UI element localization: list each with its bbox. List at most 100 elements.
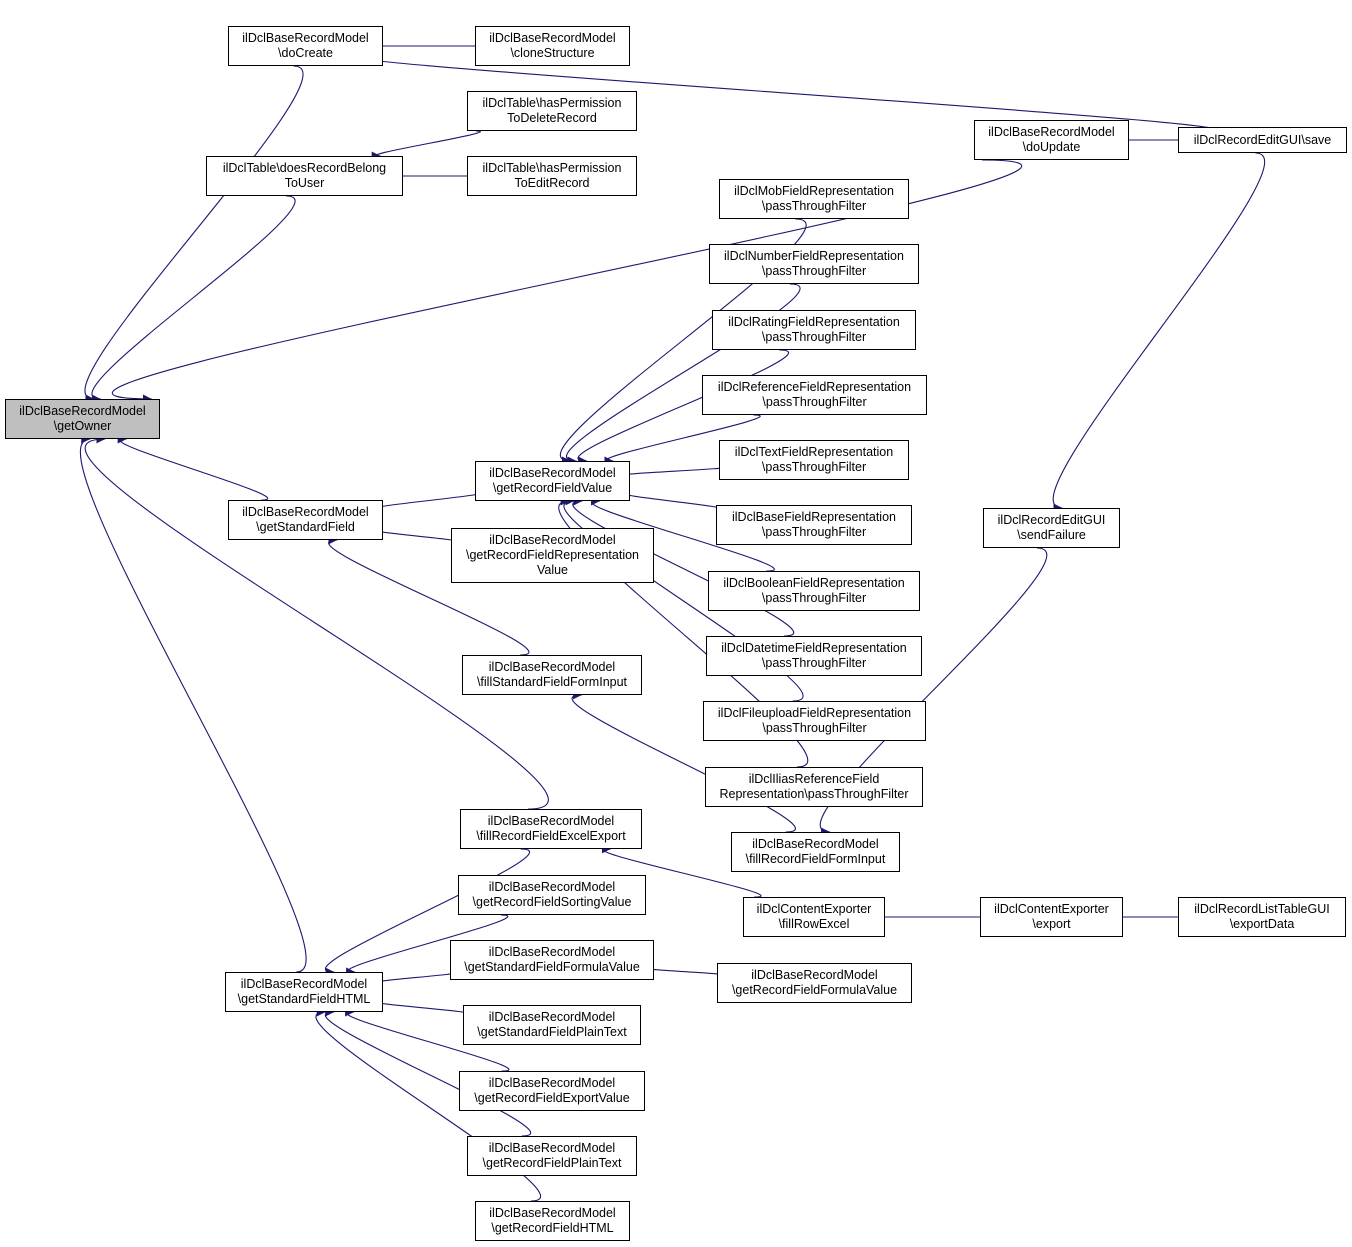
node-clone-structure[interactable]: ilDclBaseRecordModel\cloneStructure — [475, 26, 630, 66]
node-label-line: ilDclBaseRecordModel — [242, 31, 369, 45]
node-label-line: ilDclDatetimeFieldRepresentation — [721, 641, 907, 655]
node-get-record-field-export-value[interactable]: ilDclBaseRecordModel\getRecordFieldExpor… — [459, 1071, 645, 1111]
node-get-standard-field-plain-text[interactable]: ilDclBaseRecordModel\getStandardFieldPla… — [463, 1005, 641, 1045]
node-label-line: \getStandardFieldHTML — [237, 992, 371, 1006]
call-edge-send-failure-to-fill-record-field-form-input — [819, 547, 1048, 837]
node-label-line: \getRecordFieldFormulaValue — [731, 983, 898, 997]
node-label-line: \doCreate — [278, 46, 333, 60]
call-edge-get-record-field-sorting-value-to-get-standard-field-html — [346, 914, 509, 977]
node-label-line: ilDclBaseRecordModel — [489, 1206, 616, 1220]
node-label-line: ilDclRecordListTableGUI — [1194, 902, 1330, 916]
node-label-line: ilDclBaseRecordModel — [240, 977, 368, 991]
node-label-line: \getRecordFieldSortingValue — [472, 895, 632, 909]
node-get-owner: ilDclBaseRecordModel\getOwner — [5, 399, 160, 439]
node-do-create[interactable]: ilDclBaseRecordModel\doCreate — [228, 26, 383, 66]
call-edge-fill-record-field-excel-export-to-get-standard-field-html — [324, 848, 531, 977]
node-label-line: ilDclRatingFieldRepresentation — [728, 315, 900, 329]
call-edge-fill-record-field-excel-export-to-get-owner — [84, 434, 549, 810]
node-label-line: ilDclNumberFieldRepresentation — [724, 249, 904, 263]
node-text-filter[interactable]: ilDclTextFieldRepresentation\passThrough… — [719, 440, 909, 480]
call-edge-fill-standard-field-form-input-to-get-standard-field — [328, 535, 530, 656]
node-label-line: \getRecordFieldPlainText — [482, 1156, 622, 1170]
node-send-failure[interactable]: ilDclRecordEditGUI\sendFailure — [983, 508, 1120, 548]
node-label-line: ilDclBooleanFieldRepresentation — [723, 576, 905, 590]
call-edge-does-record-belong-to-user-to-get-owner — [91, 195, 296, 404]
node-label-line: \fillStandardFieldFormInput — [476, 675, 628, 689]
node-fill-standard-field-form-input[interactable]: ilDclBaseRecordModel\fillStandardFieldFo… — [462, 655, 642, 695]
call-edge-record-edit-save-to-send-failure — [1052, 152, 1266, 513]
call-edge-fill-record-field-form-input-to-fill-standard-field-form-input — [571, 690, 796, 833]
call-edge-do-create-to-get-owner — [84, 65, 304, 404]
node-mob-filter[interactable]: ilDclMobFieldRepresentation\passThroughF… — [719, 179, 909, 219]
node-fill-record-field-excel-export[interactable]: ilDclBaseRecordModel\fillRecordFieldExce… — [460, 809, 642, 849]
node-label-line: \passThroughFilter — [761, 591, 867, 605]
node-label-line: \passThroughFilter — [761, 460, 867, 474]
node-label-line: ilDclTable\doesRecordBelong — [222, 161, 387, 175]
node-label-line: ilDclContentExporter — [756, 902, 872, 916]
call-edge-get-standard-field-to-get-owner — [117, 434, 269, 501]
node-label-line: ilDclBaseRecordModel — [489, 466, 616, 480]
node-label-line: \export — [1032, 917, 1071, 931]
node-get-record-field-value[interactable]: ilDclBaseRecordModel\getRecordFieldValue — [475, 461, 630, 501]
node-label-line: ilDclBaseRecordModel — [488, 945, 616, 959]
node-fileupload-filter[interactable]: ilDclFileuploadFieldRepresentation\passT… — [703, 701, 926, 741]
node-label-line: \passThroughFilter — [761, 525, 867, 539]
node-content-export[interactable]: ilDclContentExporter\export — [980, 897, 1123, 937]
node-label-line: ilDclBaseRecordModel — [489, 533, 616, 547]
node-label-line: \exportData — [1229, 917, 1295, 931]
node-get-record-field-html[interactable]: ilDclBaseRecordModel\getRecordFieldHTML — [475, 1201, 630, 1241]
node-number-filter[interactable]: ilDclNumberFieldRepresentation\passThrou… — [709, 244, 919, 284]
node-get-record-field-representation-value[interactable]: ilDclBaseRecordModel\getRecordFieldRepre… — [451, 528, 654, 583]
call-edge-get-record-field-formula-value-to-get-standard-field-formula-value — [644, 964, 721, 976]
node-label-line: ilDclBaseRecordModel — [487, 814, 615, 828]
call-edge-text-filter-to-get-record-field-value — [620, 467, 724, 480]
node-label-line: ilDclMobFieldRepresentation — [734, 184, 894, 198]
node-get-record-field-plain-text[interactable]: ilDclBaseRecordModel\getRecordFieldPlain… — [467, 1136, 637, 1176]
call-edge-ilias-ref-filter-to-get-record-field-value — [558, 496, 808, 768]
node-reference-filter[interactable]: ilDclReferenceFieldRepresentation\passTh… — [702, 375, 927, 415]
node-label-line: \cloneStructure — [510, 46, 595, 60]
node-label-line: ilDclBaseRecordModel — [19, 404, 146, 418]
node-fill-record-field-form-input[interactable]: ilDclBaseRecordModel\fillRecordFieldForm… — [731, 832, 900, 872]
node-label-line: \fillRecordFieldFormInput — [745, 852, 886, 866]
node-label-line: \passThroughFilter — [761, 330, 867, 344]
call-edge-number-filter-to-get-record-field-value — [565, 283, 801, 466]
call-edge-datetime-filter-to-get-record-field-value — [572, 496, 795, 637]
node-get-record-field-sorting-value[interactable]: ilDclBaseRecordModel\getRecordFieldSorti… — [458, 875, 646, 915]
node-export-data[interactable]: ilDclRecordListTableGUI\exportData — [1178, 897, 1346, 937]
call-edge-has-permission-to-delete-record-to-does-record-belong-to-user — [371, 130, 481, 161]
node-label-line: Representation\passThroughFilter — [719, 787, 909, 801]
call-edge-rating-filter-to-get-record-field-value — [577, 349, 790, 466]
node-get-standard-field-formula-value[interactable]: ilDclBaseRecordModel\getStandardFieldFor… — [450, 940, 654, 980]
call-edge-get-standard-field-html-to-get-owner — [80, 434, 307, 973]
node-label-line: \fillRecordFieldExcelExport — [476, 829, 626, 843]
node-base-filter[interactable]: ilDclBaseFieldRepresentation\passThrough… — [716, 505, 912, 545]
node-boolean-filter[interactable]: ilDclBooleanFieldRepresentation\passThro… — [708, 571, 920, 611]
node-get-standard-field[interactable]: ilDclBaseRecordModel\getStandardField — [228, 500, 383, 540]
node-rating-filter[interactable]: ilDclRatingFieldRepresentation\passThrou… — [712, 310, 916, 350]
node-label-line: \getRecordFieldValue — [492, 481, 613, 495]
node-record-edit-save[interactable]: ilDclRecordEditGUI\save — [1178, 127, 1347, 153]
call-edge-get-record-field-plain-text-to-get-standard-field-html — [324, 1007, 532, 1137]
node-do-update[interactable]: ilDclBaseRecordModel\doUpdate — [974, 120, 1129, 160]
call-edge-get-standard-field-plain-text-to-get-standard-field-html — [373, 998, 468, 1014]
call-edge-reference-filter-to-get-record-field-value — [604, 414, 761, 466]
call-edge-base-filter-to-get-record-field-value — [620, 489, 721, 510]
node-get-record-field-formula-value[interactable]: ilDclBaseRecordModel\getRecordFieldFormu… — [717, 963, 912, 1003]
call-edge-get-standard-field-formula-value-to-get-standard-field-html — [373, 972, 454, 987]
node-label-line: \sendFailure — [1017, 528, 1086, 542]
node-label-line: ilDclBaseRecordModel — [242, 505, 369, 519]
node-label-line: ilDclRecordEditGUI\save — [1193, 132, 1332, 147]
node-label-line: ilDclBaseFieldRepresentation — [732, 510, 896, 524]
node-datetime-filter[interactable]: ilDclDatetimeFieldRepresentation\passThr… — [706, 636, 922, 676]
node-get-standard-field-html[interactable]: ilDclBaseRecordModel\getStandardFieldHTM… — [225, 972, 383, 1012]
node-fill-row-excel[interactable]: ilDclContentExporter\fillRowExcel — [743, 897, 885, 937]
call-edge-get-record-field-html-to-get-standard-field-html — [315, 1007, 542, 1202]
node-label-line: \doUpdate — [1022, 140, 1081, 154]
node-label-line: \getOwner — [53, 419, 112, 433]
